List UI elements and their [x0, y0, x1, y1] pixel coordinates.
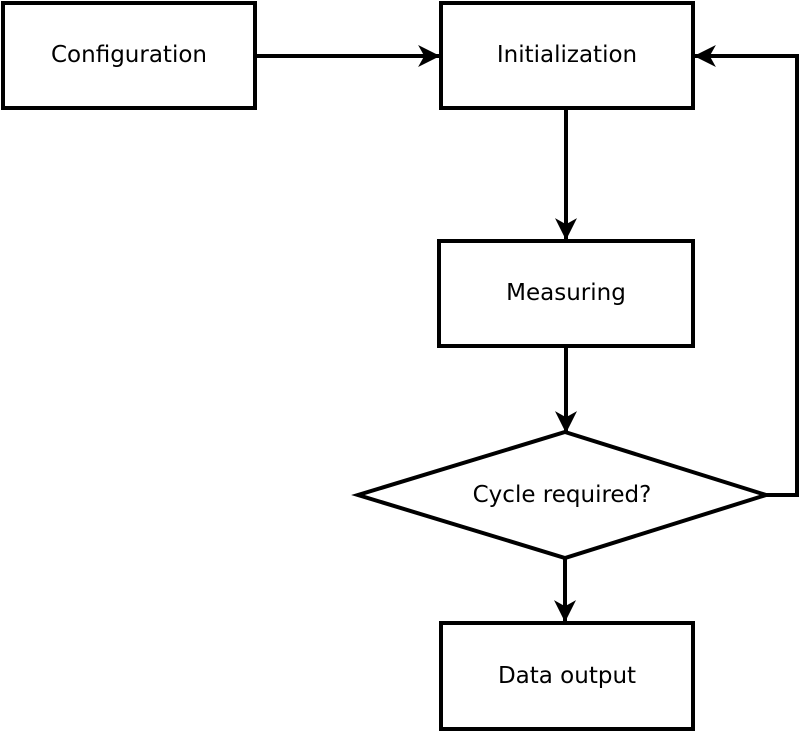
- node-measuring: Measuring: [437, 239, 695, 348]
- node-data-output: Data output: [439, 621, 695, 731]
- edge-cycle-required-to-initialization-feedback: [693, 45, 799, 497]
- node-cycle-required-shape: [351, 429, 773, 561]
- node-initialization-label: Initialization: [496, 42, 638, 68]
- node-configuration: Configuration: [1, 1, 257, 110]
- node-measuring-label: Measuring: [506, 280, 626, 306]
- node-initialization: Initialization: [439, 1, 695, 110]
- node-configuration-label: Configuration: [51, 42, 207, 68]
- node-data-output-label: Data output: [497, 662, 637, 689]
